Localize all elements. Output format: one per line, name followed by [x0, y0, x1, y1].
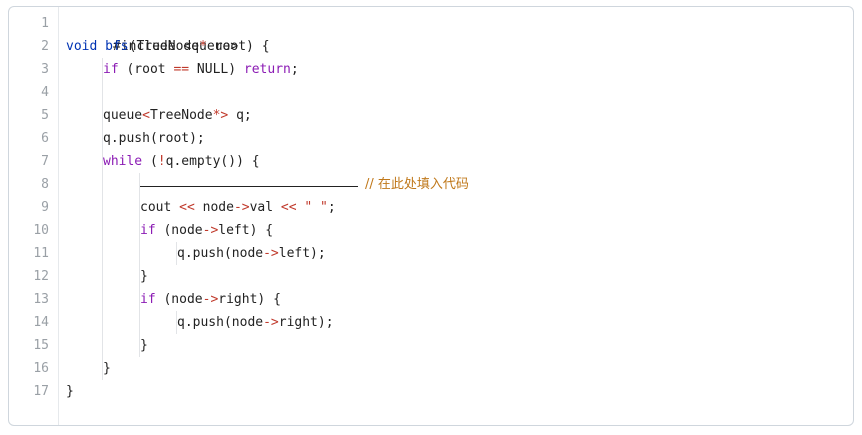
indent-guide [176, 311, 177, 334]
code-lines: #include <queue> void bfs(TreeNode* root… [66, 7, 853, 425]
fill-in-blank[interactable] [140, 186, 358, 187]
operator-token: -> [263, 246, 279, 261]
code-block: 1 2 3 4 5 6 7 8 9 10 11 12 13 14 15 16 1… [8, 6, 854, 426]
code-token: TreeNode [149, 108, 213, 123]
line-number: 12 [33, 269, 49, 284]
code-token: right); [278, 315, 334, 330]
code-line: } [103, 357, 111, 380]
code-token: #include <queue> [112, 39, 239, 54]
code-line: } [140, 334, 148, 357]
fill-in-comment: // 在此处填入代码 [365, 177, 469, 192]
function-name-token: bfs [105, 39, 129, 54]
line-number: 9 [41, 200, 49, 215]
operator-token: -> [233, 200, 250, 215]
code-line: while (!q.empty()) { [103, 150, 260, 173]
code-token: } [140, 269, 148, 284]
line-number: 16 [33, 361, 49, 376]
operator-token: < [142, 108, 150, 123]
operator-token: -> [202, 223, 219, 238]
operator-token: *> [212, 108, 229, 123]
indent-guide [176, 242, 177, 265]
line-number: 14 [33, 315, 49, 330]
code-token: NULL) [189, 62, 244, 77]
operator-token: << [179, 200, 195, 215]
line-number: 15 [33, 338, 49, 353]
line-number: 13 [33, 292, 49, 307]
code-token: ; [327, 200, 336, 215]
code-line: if (node->left) { [140, 219, 273, 242]
code-token: (node [155, 292, 203, 307]
code-token: q.push(root); [103, 131, 205, 146]
line-number: 8 [41, 177, 49, 192]
code-token: right) { [218, 292, 281, 307]
code-line: queue<TreeNode*> q; [103, 104, 252, 127]
code-line: void bfs(TreeNode* root) { [66, 35, 270, 58]
code-token: q.push(node [177, 315, 264, 330]
code-token: (root [118, 62, 174, 77]
line-number: 7 [41, 154, 49, 169]
indent-guide [139, 173, 140, 357]
code-line: if (root == NULL) return; [103, 58, 299, 81]
code-token: node [194, 200, 234, 215]
keyword-token: if [140, 292, 156, 307]
keyword-token: return [243, 62, 291, 77]
code-token: ; [290, 62, 299, 77]
code-line: } [140, 265, 148, 288]
code-line: cout << node->val << " "; [140, 196, 336, 219]
code-token: (TreeNode [128, 39, 200, 54]
code-line: q.push(node->left); [177, 242, 326, 265]
code-line: q.push(node->right); [177, 311, 334, 334]
code-token: q; [228, 108, 252, 123]
operator-token: -> [263, 315, 279, 330]
line-number: 17 [33, 384, 49, 399]
code-line: } [66, 380, 74, 403]
code-token: left); [278, 246, 326, 261]
code-line: q.push(root); [103, 127, 205, 150]
code-token: (node [155, 223, 203, 238]
line-number: 6 [41, 131, 49, 146]
keyword-token: while [103, 154, 143, 169]
code-token: q.empty()) { [165, 154, 260, 169]
code-token: } [66, 384, 74, 399]
line-number: 10 [33, 223, 49, 238]
code-token: } [140, 338, 148, 353]
line-number-gutter: 1 2 3 4 5 6 7 8 9 10 11 12 13 14 15 16 1… [9, 7, 59, 425]
code-token: } [103, 361, 111, 376]
operator-token: ! [157, 154, 166, 169]
keyword-token: void [66, 39, 98, 54]
operator-token: * [199, 39, 207, 54]
code-token: ( [142, 154, 158, 169]
line-number: 2 [41, 39, 49, 54]
operator-token: == [173, 62, 190, 77]
code-token: val [249, 200, 281, 215]
line-number: 11 [33, 246, 49, 261]
code-token: left) { [218, 223, 274, 238]
line-number: 1 [41, 16, 49, 31]
line-number: 4 [41, 85, 49, 100]
keyword-token: if [140, 223, 156, 238]
indent-guide [102, 58, 103, 380]
operator-token: << [280, 200, 297, 215]
line-number: 5 [41, 108, 49, 123]
code-token: queue [103, 108, 143, 123]
keyword-token: if [103, 62, 119, 77]
string-token: " " [296, 200, 328, 215]
code-token: q.push(node [177, 246, 264, 261]
line-number: 3 [41, 62, 49, 77]
code-line: if (node->right) { [140, 288, 281, 311]
code-token: cout [140, 200, 180, 215]
operator-token: -> [202, 292, 219, 307]
code-line: #include <queue> [66, 12, 238, 54]
code-token: root) { [206, 39, 270, 54]
